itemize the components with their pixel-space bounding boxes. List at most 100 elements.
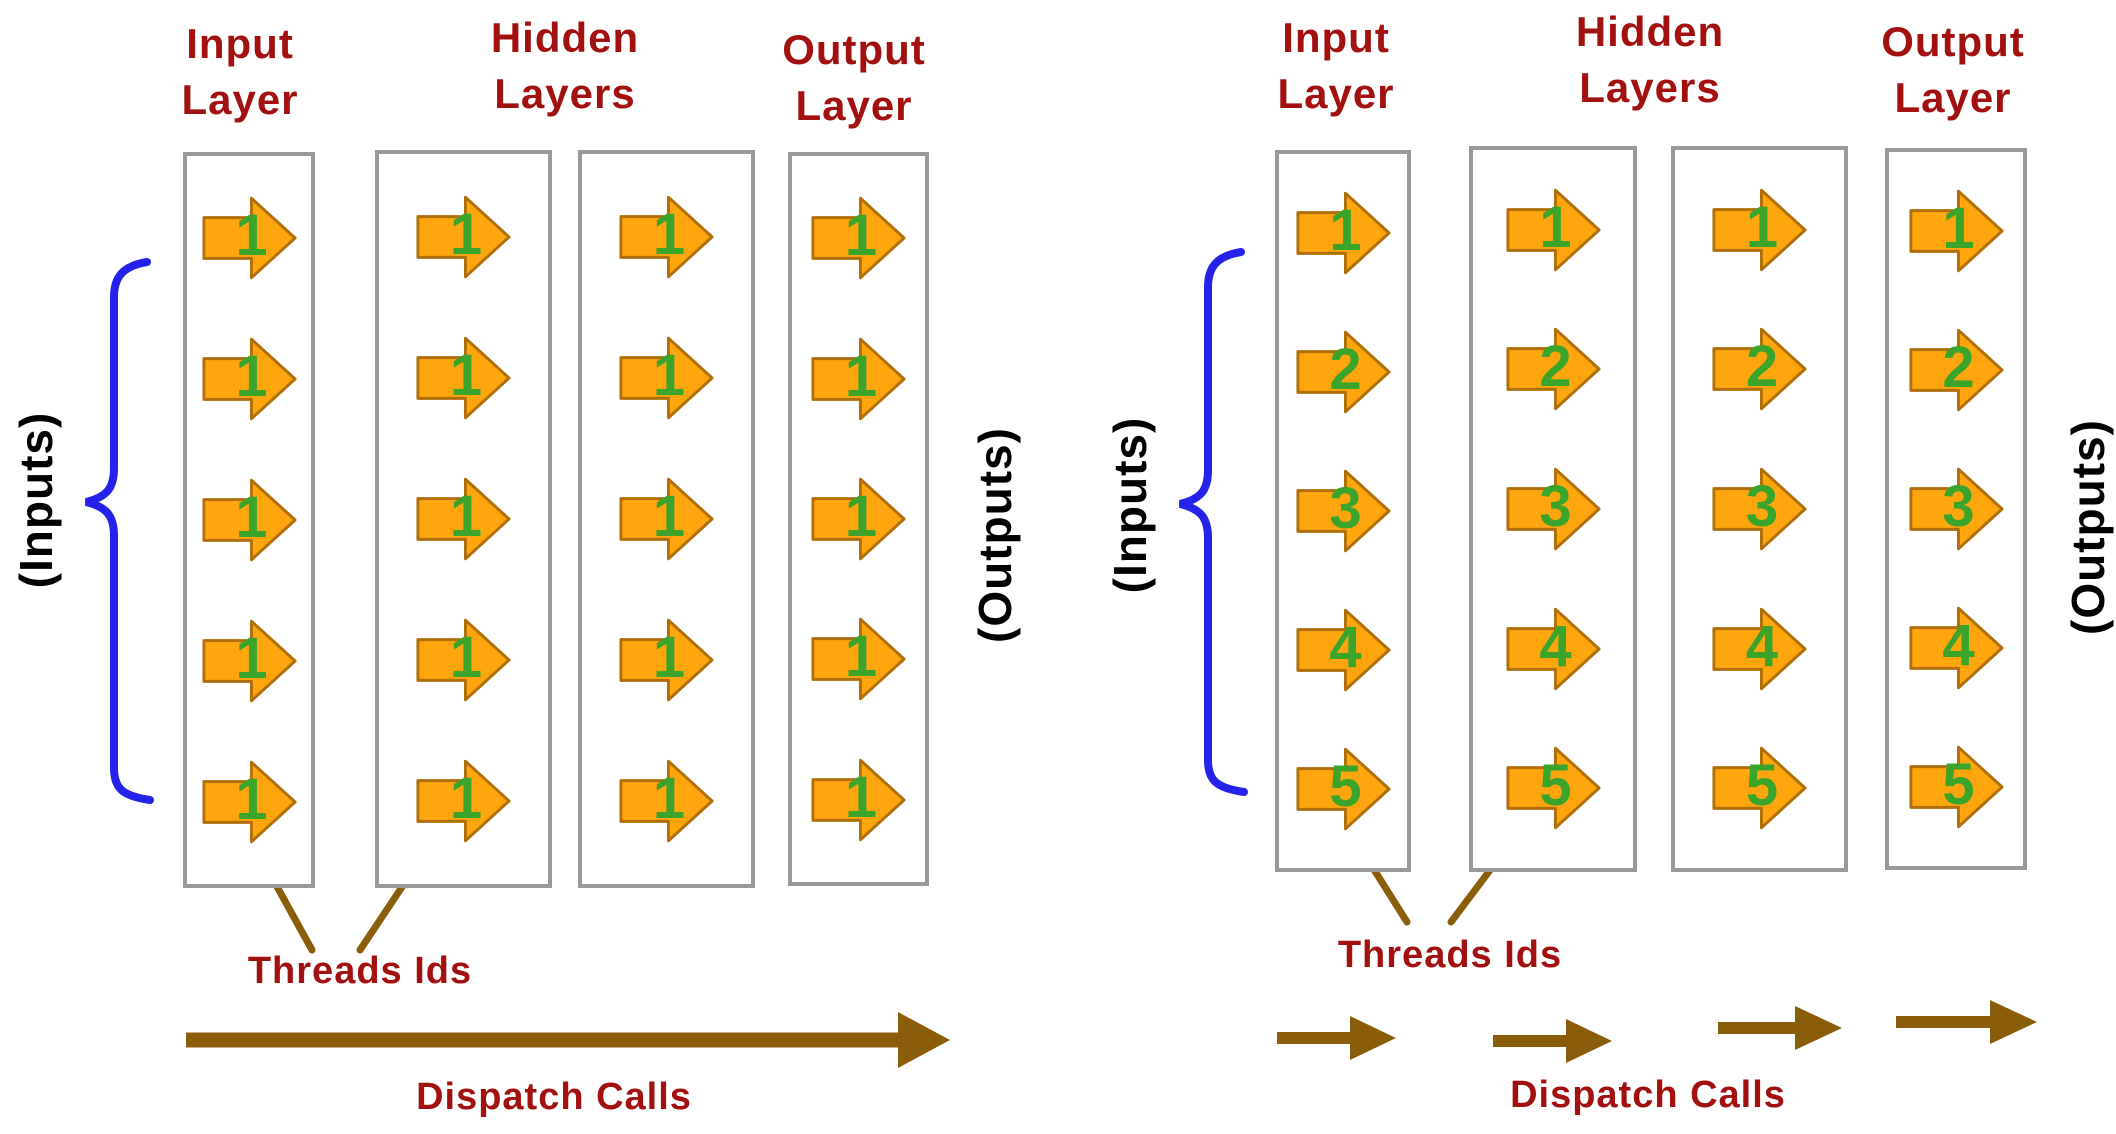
- thread-arrow: 1: [1889, 162, 2023, 301]
- thread-arrow-icon: [1505, 467, 1601, 551]
- thread-id: 3: [1942, 473, 1975, 539]
- thread-id: 1: [235, 344, 268, 410]
- thread-arrow-glyph: 2: [1505, 323, 1602, 415]
- thread-arrow: 1: [582, 448, 751, 589]
- thread-id: 1: [844, 203, 878, 269]
- thread-arrow-icon: [619, 618, 714, 702]
- thread-arrow-icon: [416, 618, 511, 702]
- thread-arrow-icon: [1505, 328, 1601, 411]
- thread-arrow-glyph: 1: [810, 473, 907, 565]
- layer-box-hidden-2: 1 1 1 1 1: [578, 150, 755, 888]
- thread-arrow-icon: [811, 618, 906, 701]
- inputs-curly-brace-icon: [1178, 248, 1248, 796]
- thread-id: 4: [1329, 614, 1362, 680]
- thread-arrow-glyph: 3: [1295, 465, 1392, 557]
- thread-arrow: 3: [1675, 439, 1844, 579]
- dispatch-call-arrow-icon: [1718, 1006, 1842, 1050]
- thread-arrow: 3: [1279, 442, 1407, 581]
- thread-arrow-icon: [1295, 469, 1391, 553]
- thread-id: 4: [1539, 613, 1572, 679]
- thread-id: 1: [449, 625, 483, 691]
- thread-arrow: 4: [1279, 580, 1407, 719]
- threads-ids-label: Threads Ids: [1337, 934, 1563, 976]
- thread-id: 1: [652, 201, 686, 267]
- thread-arrow-glyph: 4: [1295, 604, 1392, 696]
- thread-arrow-glyph: 1: [810, 192, 907, 284]
- thread-arrow: 1: [792, 589, 925, 729]
- thread-arrow: 1: [187, 731, 311, 872]
- thread-arrow: 3: [1473, 439, 1633, 579]
- thread-id: 2: [1329, 337, 1362, 403]
- thread-arrow-glyph: 4: [1505, 603, 1602, 695]
- thread-id: 1: [1329, 198, 1362, 264]
- thread-arrow-glyph: 4: [1711, 603, 1808, 695]
- thread-arrow: 1: [1279, 164, 1407, 303]
- thread-id: 4: [1942, 612, 1975, 678]
- thread-arrow-icon: [1712, 467, 1807, 551]
- thread-arrow-glyph: 1: [1295, 187, 1392, 279]
- thread-arrow: 1: [792, 308, 925, 448]
- thread-arrow-glyph: 1: [618, 614, 715, 706]
- dispatch-calls-label: Dispatch Calls: [1510, 1074, 1786, 1116]
- header-hidden-layers: Hidden Layers: [490, 14, 640, 117]
- header-hidden-layers: Hidden Layers: [1575, 8, 1725, 111]
- thread-arrow-glyph: 1: [810, 754, 907, 846]
- thread-id: 1: [1745, 194, 1779, 260]
- dispatch-call-arrow-icon: [1277, 1016, 1396, 1060]
- thread-id: 1: [844, 764, 878, 830]
- outputs-label: (Outputs): [969, 427, 1021, 643]
- thread-arrow: 2: [1473, 300, 1633, 440]
- thread-arrow: 5: [1473, 718, 1633, 858]
- thread-arrow-glyph: 1: [1711, 184, 1808, 276]
- thread-arrow-glyph: 1: [415, 473, 512, 565]
- thread-arrow-icon: [416, 336, 511, 420]
- thread-arrow: 1: [792, 449, 925, 589]
- dispatch-call-arrow-icon: [1493, 1019, 1612, 1063]
- thread-arrow-icon: [416, 477, 511, 561]
- layer-box-output: 1 1 1 1 1: [788, 152, 929, 886]
- thread-arrow: 1: [1675, 160, 1844, 300]
- thread-arrow-glyph: 1: [415, 332, 512, 424]
- thread-arrow: 2: [1279, 303, 1407, 442]
- thread-id: 1: [652, 625, 686, 691]
- thread-id: 1: [652, 342, 686, 408]
- thread-arrow-glyph: 1: [810, 613, 907, 705]
- thread-arrow-glyph: 5: [1295, 743, 1392, 835]
- thread-arrow-icon: [201, 619, 297, 703]
- header-output-layer: Output Layer: [782, 26, 926, 129]
- inputs-label: (Inputs): [1104, 416, 1156, 594]
- thread-arrow: 1: [187, 590, 311, 731]
- thread-arrow-icon: [1712, 746, 1807, 830]
- thread-id: 3: [1539, 473, 1572, 539]
- thread-arrow-icon: [201, 478, 297, 562]
- thread-arrow-glyph: 1: [201, 756, 298, 848]
- header-input-layer: Input Layer: [181, 20, 299, 123]
- thread-arrow-icon: [1295, 330, 1391, 414]
- thread-arrow: 1: [187, 309, 311, 450]
- thread-arrow-icon: [201, 760, 297, 843]
- thread-id: 1: [449, 766, 483, 832]
- thread-arrow-icon: [1295, 747, 1391, 830]
- thread-id: 1: [235, 766, 268, 832]
- dispatch-call-arrow-icon: [186, 1012, 950, 1068]
- thread-arrow-icon: [1908, 190, 2004, 273]
- thread-arrow-icon: [1295, 608, 1391, 692]
- outputs-label: (Outputs): [2062, 419, 2114, 635]
- thread-arrow-glyph: 4: [1908, 602, 2005, 694]
- thread-arrow-glyph: 5: [1908, 741, 2005, 833]
- thread-arrow-icon: [619, 760, 714, 843]
- thread-arrow-glyph: 1: [1505, 184, 1602, 276]
- thread-arrow: 1: [379, 731, 548, 872]
- thread-id: 2: [1745, 334, 1779, 400]
- thread-arrow: 1: [379, 590, 548, 731]
- thread-id: 1: [449, 342, 483, 408]
- thread-id: 1: [844, 483, 878, 549]
- thread-arrow-glyph: 3: [1908, 463, 2005, 555]
- thread-arrow-glyph: 1: [415, 614, 512, 706]
- thread-arrow-glyph: 1: [618, 755, 715, 847]
- thread-arrow-icon: [811, 758, 906, 842]
- thread-arrow-icon: [619, 336, 714, 420]
- thread-arrow: 1: [792, 168, 925, 308]
